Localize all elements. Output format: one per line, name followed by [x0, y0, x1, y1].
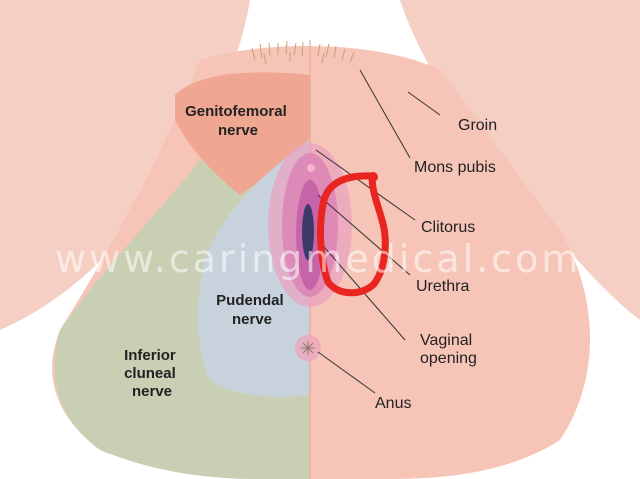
left-thigh	[0, 0, 250, 330]
vaginal-opening-shape	[302, 204, 314, 260]
label-vaginal-opening-line2: opening	[420, 350, 477, 367]
label-inferior-cluneal-line3: nerve	[132, 383, 172, 400]
label-vaginal-opening-line1: Vaginal	[420, 332, 472, 349]
label-vaginal-opening: Vaginal opening	[420, 332, 477, 367]
leader-mons-pubis	[359, 69, 411, 159]
label-inferior-cluneal-nerve: Inferior cluneal nerve	[124, 347, 180, 400]
label-groin: Groin	[458, 117, 497, 134]
leader-anus	[317, 351, 376, 394]
clitoris-shape	[307, 164, 315, 172]
label-urethra: Urethra	[416, 278, 469, 295]
right-thigh	[400, 0, 640, 320]
red-annotation-dot	[368, 172, 378, 182]
leader-clitorus	[315, 149, 416, 221]
label-mons-pubis: Mons pubis	[414, 159, 496, 176]
label-pudendal-line2: nerve	[232, 311, 272, 328]
label-genitofemoral-line1: Genitofemoral	[185, 103, 287, 120]
label-genitofemoral-nerve: Genitofemoral nerve	[185, 103, 291, 139]
leader-urethra	[317, 194, 411, 276]
anus-mark	[301, 341, 315, 355]
red-annotation-circle	[317, 172, 389, 297]
label-pudendal-line1: Pudendal	[216, 292, 284, 309]
watermark: www.caringmedical.com	[55, 237, 581, 281]
leader-groin	[407, 91, 441, 116]
label-inferior-cluneal-line2: cluneal	[124, 365, 176, 382]
genitofemoral-zone	[175, 72, 310, 195]
label-anus: Anus	[375, 395, 411, 412]
label-inferior-cluneal-line1: Inferior	[124, 347, 176, 364]
label-clitorus: Clitorus	[421, 219, 475, 236]
label-genitofemoral-line2: nerve	[218, 122, 258, 139]
label-pudendal-nerve: Pudendal nerve	[216, 292, 288, 328]
pubic-hair	[251, 40, 355, 65]
